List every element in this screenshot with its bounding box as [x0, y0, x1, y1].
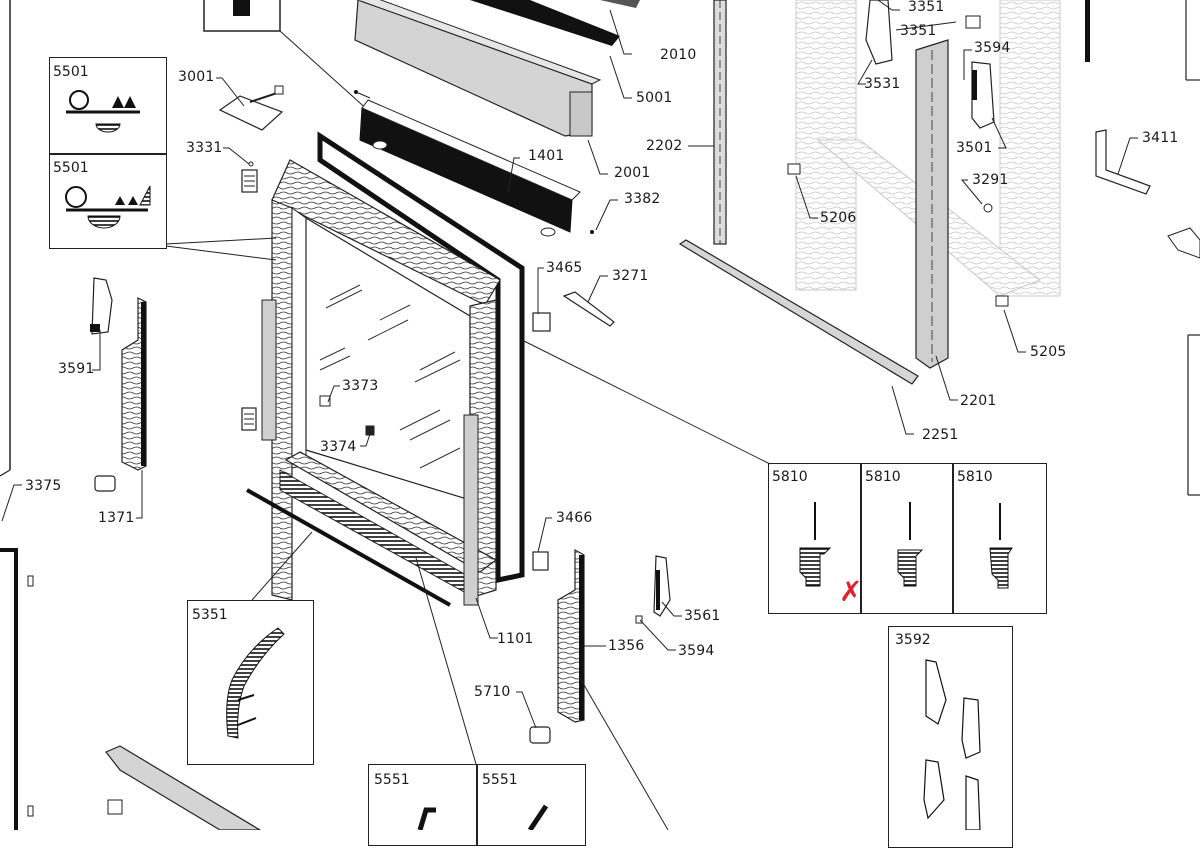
bottom-beam	[105, 745, 262, 830]
outer-frame-left	[0, 0, 11, 477]
callout-3594: 3594	[974, 40, 1011, 56]
callout-2010: 2010	[660, 47, 697, 63]
callout-2202: 2202	[646, 138, 683, 154]
post-2201	[915, 39, 949, 369]
detail-box-5551-a: 5551	[368, 764, 478, 846]
callout-3501: 3501	[956, 140, 993, 156]
callout-3594: 3594	[678, 643, 715, 659]
part-3373-clip	[319, 395, 331, 407]
red-x-mark-icon: ✗	[839, 575, 863, 608]
profile-5810-c	[989, 503, 1013, 589]
callout-3591: 3591	[58, 361, 95, 377]
callout-1356: 1356	[608, 638, 645, 654]
profile-5351	[226, 627, 285, 739]
header-beam-5001	[354, 0, 602, 137]
detail-box-5551-b: 5551	[476, 764, 586, 846]
detail-box-5810-b: 5810	[860, 463, 954, 614]
callout-3411: 3411	[1142, 130, 1179, 146]
callout-2001: 2001	[614, 165, 651, 181]
callout-3465: 3465	[546, 260, 583, 276]
part-3291-nut	[983, 203, 993, 213]
detail-box-label: 5551	[374, 772, 410, 788]
part-5206-clip	[787, 163, 801, 175]
callout-5710: 5710	[474, 684, 511, 700]
part-1356-stile	[557, 548, 585, 723]
detail-box-label: 5501	[53, 64, 89, 80]
callout-3351: 3351	[908, 0, 945, 15]
part-3374-clip	[365, 425, 375, 436]
leader-lines	[1, 0, 1138, 830]
rail-2251	[678, 239, 919, 385]
detail-box-5501-b: 5501	[49, 153, 167, 249]
callout-2251: 2251	[922, 427, 959, 443]
detail-box-label: 5551	[482, 772, 518, 788]
main-sash-frame	[246, 131, 525, 607]
detail-box-5810-a: 5810 ✗	[768, 463, 862, 614]
callout-1371: 1371	[98, 510, 135, 526]
callout-3373: 3373	[342, 378, 379, 394]
profile-5501-b	[65, 185, 151, 229]
detail-box-label: 5810	[772, 469, 808, 485]
callout-1101: 1101	[497, 631, 534, 647]
callout-3291: 3291	[972, 172, 1009, 188]
callout-3271: 3271	[612, 268, 649, 284]
part-3001-bracket	[218, 85, 284, 131]
bottom-left-frame	[0, 548, 34, 830]
detail-box-label: 3592	[895, 632, 931, 648]
part-3561-lock	[653, 555, 671, 617]
part-3591-lock	[90, 277, 113, 335]
callout-3561: 3561	[684, 608, 721, 624]
profile-5501-a	[66, 90, 140, 133]
detail-box-label: 5501	[53, 160, 89, 176]
part-3501-lock	[971, 61, 995, 129]
part-3331-vent	[241, 161, 258, 431]
detail-box-label: 5810	[865, 469, 901, 485]
callout-5206: 5206	[820, 210, 857, 226]
seal-beam-1401	[354, 90, 594, 237]
part-5710-cap	[529, 726, 551, 744]
detail-box-3592: 3592	[888, 626, 1013, 848]
parts-diagram	[0, 0, 1200, 830]
part-3411-bracket	[1095, 129, 1151, 195]
top-detail-box	[203, 0, 371, 113]
part-3351-clip	[965, 15, 981, 29]
part-3271-latch	[562, 291, 615, 327]
callout-3001: 3001	[178, 69, 215, 85]
part-3466-pad	[532, 551, 549, 571]
callout-1401: 1401	[528, 148, 565, 164]
detail-box-5810-c: 5810	[952, 463, 1047, 614]
detail-box-label: 5351	[192, 607, 228, 623]
part-3375-cap	[94, 475, 116, 492]
part-3594-clip	[635, 615, 643, 624]
part-3465-pad	[532, 312, 551, 332]
seal-strip-2010	[470, 0, 640, 46]
rail-2202	[713, 0, 727, 245]
profile-5551-a	[417, 807, 436, 830]
hardware-3592	[923, 659, 981, 830]
part-5205-clip	[995, 295, 1009, 307]
callout-3374: 3374	[320, 439, 357, 455]
callout-3351: 3351	[900, 23, 937, 39]
callout-5001: 5001	[636, 90, 673, 106]
callout-2201: 2201	[960, 393, 997, 409]
callout-5205: 5205	[1030, 344, 1067, 360]
detail-box-5351: 5351	[187, 600, 314, 765]
callout-3382: 3382	[624, 191, 661, 207]
part-1371-stile	[121, 297, 147, 471]
profile-5551-b	[527, 804, 549, 830]
callout-3375: 3375	[25, 478, 62, 494]
profile-5810-b	[897, 502, 924, 587]
callout-3531: 3531	[864, 76, 901, 92]
profile-5810-a	[799, 502, 832, 587]
callout-3466: 3466	[556, 510, 593, 526]
detail-box-label: 5810	[957, 469, 993, 485]
part-right-edge	[1085, 0, 1200, 496]
part-3531-hinge	[865, 0, 893, 65]
detail-box-5501-a: 5501	[49, 57, 167, 155]
callout-3331: 3331	[186, 140, 223, 156]
